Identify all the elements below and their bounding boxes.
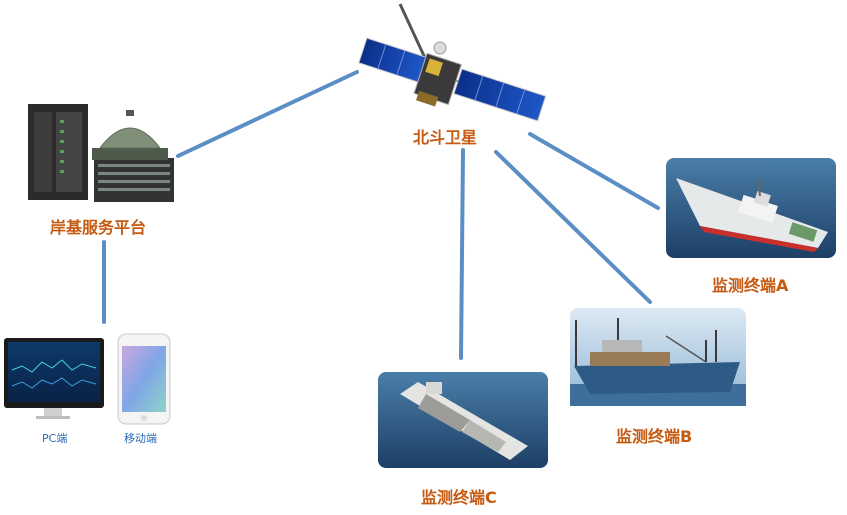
link-satellite-terminal-b xyxy=(494,150,652,304)
ship-c-image xyxy=(378,372,548,468)
link-satellite-shore xyxy=(176,70,359,158)
pc-icon xyxy=(4,338,104,419)
link-satellite-terminal-c xyxy=(459,148,465,360)
terminal-a-label: 监测终端A xyxy=(712,276,789,295)
links xyxy=(102,70,660,360)
satellite-icon xyxy=(358,3,547,122)
terminal-b-label: 监测终端B xyxy=(616,427,693,446)
ship-b-image xyxy=(570,308,746,406)
terminal-c-label: 监测终端C xyxy=(421,488,497,507)
shore-platform-icon xyxy=(28,104,174,202)
link-satellite-terminal-a xyxy=(528,132,660,210)
mobile-phone-icon xyxy=(117,333,171,425)
shore-platform-label: 岸基服务平台 xyxy=(50,218,147,237)
mobile-label: 移动端 xyxy=(124,432,157,445)
ship-a-image xyxy=(666,158,836,258)
satellite-label: 北斗卫星 xyxy=(413,128,478,147)
pc-label: PC端 xyxy=(42,432,68,445)
